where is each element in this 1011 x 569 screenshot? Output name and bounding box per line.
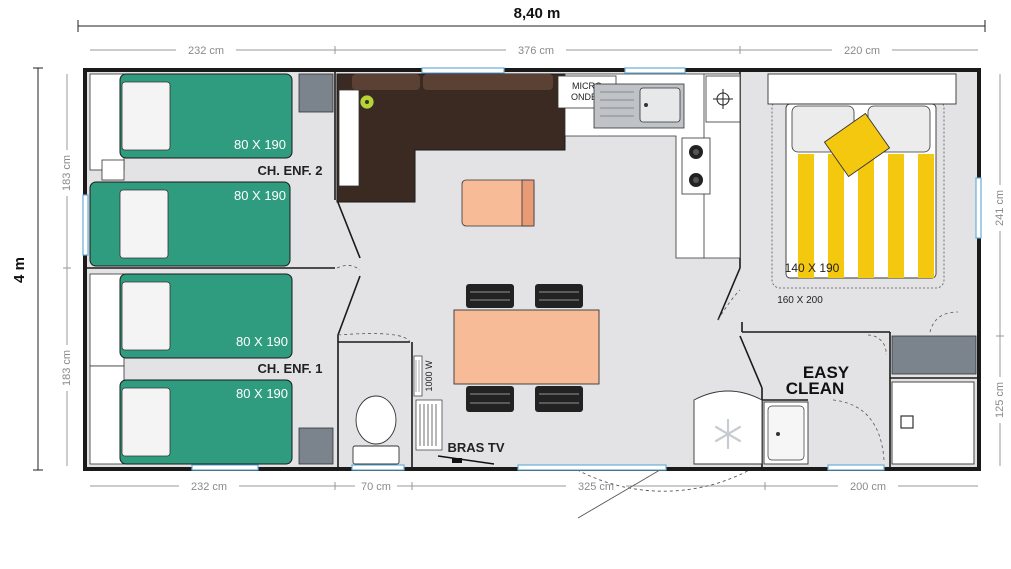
tv-bracket-label: BRAS TV [447, 440, 504, 455]
bottom-dim-4: 200 cm [850, 481, 886, 493]
wardrobe-master-bedroom [891, 335, 977, 375]
total-depth-label: 4 m [11, 257, 28, 283]
windows [82, 67, 982, 471]
left-dim-2: 183 cm [61, 350, 73, 386]
shower-tray [891, 381, 975, 465]
right-dim-2: 125 cm [994, 382, 1006, 418]
microwave-label-line2: ONDES [571, 92, 603, 102]
wardrobe-child-2 [298, 73, 334, 113]
fridge-symbol [705, 75, 741, 123]
tv-bracket: BRAS TV [437, 440, 505, 465]
entry-door-leaf [577, 466, 666, 519]
double-bed-size: 140 X 190 [785, 261, 840, 275]
bottom-dim-2: 70 cm [361, 481, 391, 493]
dining-chair-bottom-right [535, 386, 583, 412]
single-bed-1: 80 X 190 [89, 73, 293, 181]
top-dim-2: 376 cm [518, 45, 554, 57]
toilet [352, 395, 400, 465]
bedroom-size-label: 160 X 200 [777, 295, 823, 306]
bottom-dim-1: 232 cm [191, 481, 227, 493]
single-bed-4: 80 X 190 [89, 365, 293, 465]
easy-clean-line1: EASY [803, 363, 850, 382]
single-bed-2: 80 X 190 [89, 181, 291, 267]
corner-sofa [336, 73, 566, 203]
ottoman [461, 179, 535, 227]
single-bed-3-size: 80 X 190 [236, 334, 288, 349]
cooktop [681, 137, 711, 195]
top-dim-1: 232 cm [188, 45, 224, 57]
single-bed-1-size: 80 X 190 [234, 137, 286, 152]
kitchen-sink [593, 83, 685, 129]
single-bed-2-size: 80 X 190 [234, 188, 286, 203]
easy-clean-badge: EASY CLEAN [786, 363, 850, 398]
room-label-child-1: CH. ENF. 1 [257, 361, 322, 376]
entry-door-swing [571, 466, 756, 492]
top-dim-3: 220 cm [844, 45, 880, 57]
snowflake-icon [693, 390, 763, 465]
left-dim-1: 183 cm [61, 155, 73, 191]
bottom-dim-3: 325 cm [578, 481, 614, 493]
wash-basin [763, 401, 809, 465]
dining-chair-bottom-left [466, 386, 514, 412]
towel-rack [415, 399, 443, 451]
right-dim-1: 241 cm [994, 190, 1006, 226]
easy-clean-line2: CLEAN [786, 379, 845, 398]
wardrobe-child-1 [298, 427, 334, 465]
room-label-child-2: CH. ENF. 2 [257, 163, 322, 178]
heater: 1000 W [413, 355, 434, 397]
microwave-label-line1: MICRO [572, 81, 602, 91]
door-swings [336, 265, 959, 461]
dining-table [453, 309, 600, 385]
single-bed-4-size: 80 X 190 [236, 386, 288, 401]
double-bed: 140 X 190 [767, 73, 957, 279]
dining-chair-top-left [466, 284, 514, 308]
heater-power-label: 1000 W [424, 360, 434, 392]
single-bed-3: 80 X 190 [89, 273, 293, 367]
total-width-label: 8,40 m [514, 5, 561, 22]
dining-chair-top-right [535, 284, 583, 308]
